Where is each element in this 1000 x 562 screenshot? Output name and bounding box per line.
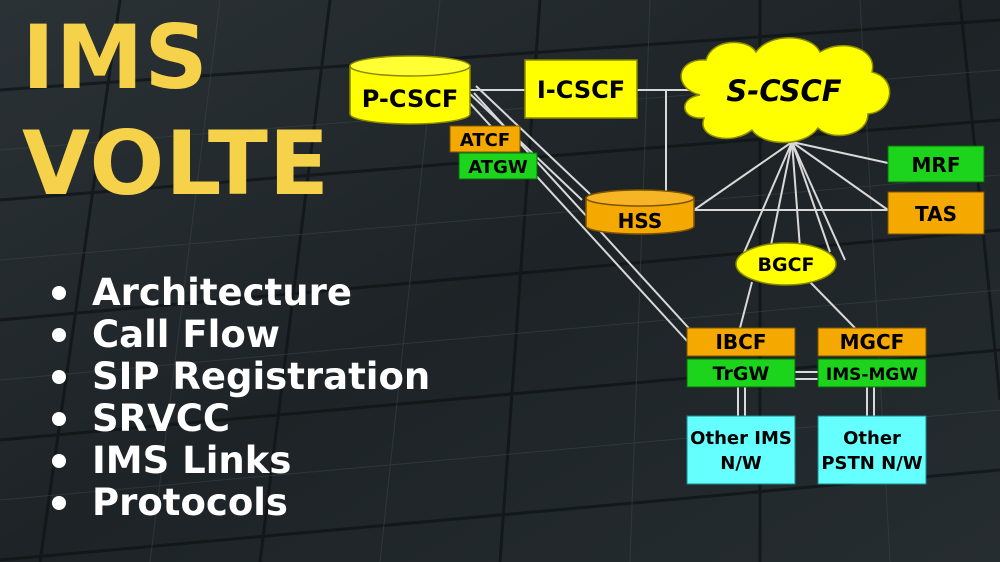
imsmgw-label: IMS-MGW — [826, 365, 918, 385]
mgcf-node: MGCF — [817, 327, 927, 357]
topic-protocols: Protocols — [40, 482, 430, 524]
title-ims: IMS — [22, 6, 209, 109]
other-pstn-network-node: Other PSTN N/W — [817, 415, 927, 485]
other-pstn-label-line2: PSTN N/W — [821, 453, 922, 474]
ibcf-label: IBCF — [715, 330, 766, 354]
other-ims-label-line2: N/W — [720, 453, 762, 474]
topic-ims-links: IMS Links — [40, 440, 430, 482]
other-ims-network-node: Other IMS N/W — [686, 415, 796, 485]
scscf-label: S-CSCF — [726, 74, 841, 108]
single-links — [470, 89, 889, 329]
tas-label: TAS — [915, 202, 957, 226]
topic-list: Architecture Call Flow SIP Registration … — [40, 272, 430, 524]
trgw-label: TrGW — [713, 363, 770, 385]
mrf-label: MRF — [912, 153, 961, 177]
topic-call-flow: Call Flow — [40, 314, 430, 356]
bgcf-label: BGCF — [758, 254, 815, 276]
topic-srvcc: SRVCC — [40, 398, 430, 440]
atcf-label: ATCF — [460, 130, 510, 151]
tas-node: TAS — [887, 191, 985, 235]
atcf-node: ATCF — [449, 125, 521, 153]
topic-architecture: Architecture — [40, 272, 430, 314]
hss-node: HSS — [585, 189, 695, 235]
icscf-label: I-CSCF — [537, 76, 625, 104]
mgcf-label: MGCF — [840, 330, 905, 354]
atgw-node: ATGW — [458, 152, 538, 180]
scscf-node: S-CSCF — [680, 37, 891, 144]
other-pstn-label-line1: Other — [843, 428, 901, 449]
topic-sip-registration: SIP Registration — [40, 356, 430, 398]
pcscf-node: P-CSCF — [349, 55, 471, 125]
other-ims-label-line1: Other IMS — [690, 428, 792, 449]
icscf-node: I-CSCF — [524, 59, 638, 119]
mrf-node: MRF — [887, 145, 985, 183]
ibcf-node: IBCF — [686, 327, 796, 357]
trgw-node: TrGW — [686, 358, 796, 388]
atgw-label: ATGW — [468, 157, 528, 178]
title-volte: VOLTE — [22, 112, 331, 215]
imsmgw-node: IMS-MGW — [817, 358, 927, 388]
hss-label: HSS — [618, 209, 663, 233]
bgcf-node: BGCF — [735, 242, 837, 286]
pcscf-label: P-CSCF — [362, 85, 458, 113]
